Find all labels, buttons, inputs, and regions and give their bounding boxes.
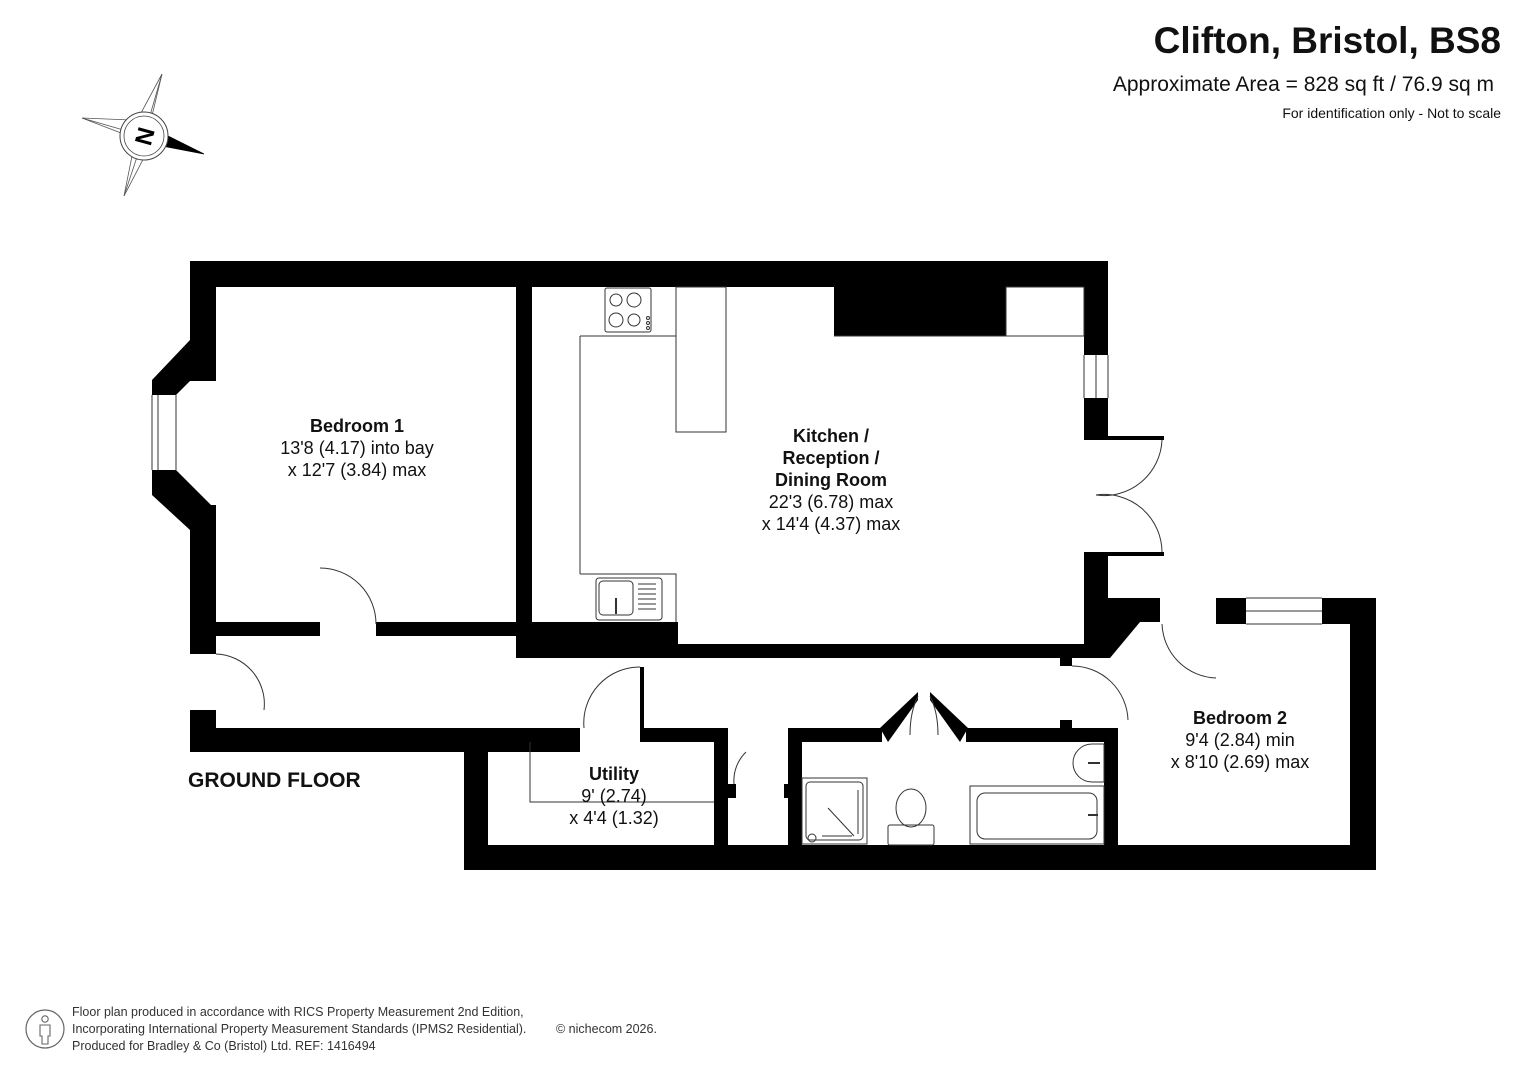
footer-notes: Floor plan produced in accordance with R… <box>72 1004 657 1055</box>
footer-line: Produced for Bradley & Co (Bristol) Ltd.… <box>72 1039 376 1053</box>
room-dimension: x 14'4 (4.37) max <box>761 514 901 534</box>
room-name: Dining Room <box>775 470 887 490</box>
room-dimension: x 4'4 (1.32) <box>569 808 659 828</box>
floor-label: GROUND FLOOR <box>188 769 361 792</box>
basin-icon <box>1072 743 1105 783</box>
room-dimension: 22'3 (6.78) max <box>768 492 894 512</box>
sink-icon <box>595 577 663 621</box>
room-dimension: 13'8 (4.17) into bay <box>280 438 434 458</box>
room-name: Bedroom 2 <box>1192 708 1288 728</box>
compass-rose-icon: N <box>81 73 205 197</box>
shower-icon <box>801 777 868 845</box>
room-bedroom-1: Bedroom 1 13'8 (4.17) into bay x 12'7 (3… <box>280 415 434 481</box>
room-utility: Utility 9' (2.74) x 4'4 (1.32) <box>569 763 658 829</box>
toilet-icon <box>887 788 935 846</box>
room-dimension: x 12'7 (3.84) max <box>287 460 427 480</box>
property-title: Clifton, Bristol, BS8 <box>1153 20 1501 61</box>
room-name: Utility <box>588 764 640 784</box>
copyright: © nichecom 2026. <box>556 1022 657 1036</box>
hob-icon <box>604 287 652 333</box>
scale-disclaimer: For identification only - Not to scale <box>1282 105 1501 121</box>
compass-north-label: N <box>130 125 161 149</box>
room-name: Reception / <box>782 448 880 468</box>
bath-icon <box>969 785 1105 845</box>
room-bedroom-2: Bedroom 2 9'4 (2.84) min x 8'10 (2.69) m… <box>1171 707 1310 773</box>
room-dimension: 9' (2.74) <box>581 786 647 806</box>
approximate-area: Approximate Area = 828 sq ft / 76.9 sq m <box>1112 73 1494 96</box>
footer-line: Floor plan produced in accordance with R… <box>72 1005 524 1019</box>
footer-line: Incorporating International Property Mea… <box>72 1022 527 1036</box>
room-kitchen-reception-dining: Kitchen / Reception / Dining Room 22'3 (… <box>762 425 901 535</box>
room-dimension: 9'4 (2.84) min <box>1185 730 1295 750</box>
person-icon <box>25 1009 65 1049</box>
room-name: Kitchen / <box>792 426 869 446</box>
room-dimension: x 8'10 (2.69) max <box>1170 752 1310 772</box>
room-name: Bedroom 1 <box>309 416 405 436</box>
